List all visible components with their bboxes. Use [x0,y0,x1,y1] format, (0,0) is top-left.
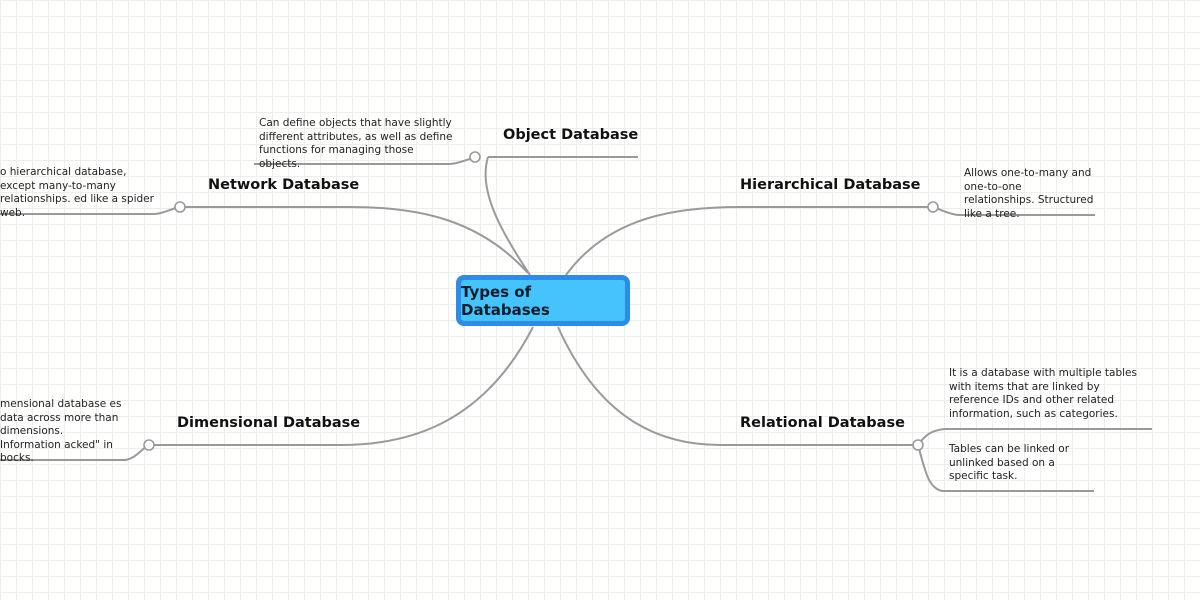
note-relational-1[interactable]: It is a database with multiple tables wi… [949,367,1137,420]
central-topic[interactable]: Types of Databases [456,275,630,326]
connector-dimensional [149,326,534,446]
connector-hierarchical [565,206,933,276]
branch-dimensional-title[interactable]: Dimensional Database [177,415,361,431]
note-dimensional[interactable]: mensional database es data across more t… [0,398,122,465]
branch-hierarchical-title[interactable]: Hierarchical Database [740,177,921,193]
note-line-relational-2 [917,444,1094,492]
expand-dot-relational[interactable] [912,439,924,451]
note-object[interactable]: Can define objects that have slightly di… [259,117,453,170]
note-network[interactable]: o hierarchical database, except many-to-… [0,166,154,219]
note-relational-2[interactable]: Tables can be linked or unlinked based o… [949,443,1070,483]
connector-network [180,206,529,274]
expand-dot-network[interactable] [174,201,186,213]
note-hierarchical[interactable]: Allows one-to-many and one-to-one relati… [964,167,1094,220]
expand-dot-dimensional[interactable] [143,439,155,451]
branch-network-title[interactable]: Network Database [208,177,360,193]
expand-dot-hierarchical[interactable] [927,201,939,213]
connector-object [484,156,531,276]
central-topic-label: Types of Databases [461,282,550,319]
branch-relational-title[interactable]: Relational Database [740,415,905,431]
connector-relational [557,326,918,446]
branch-object-title[interactable]: Object Database [503,127,639,143]
expand-dot-object[interactable] [469,151,481,163]
